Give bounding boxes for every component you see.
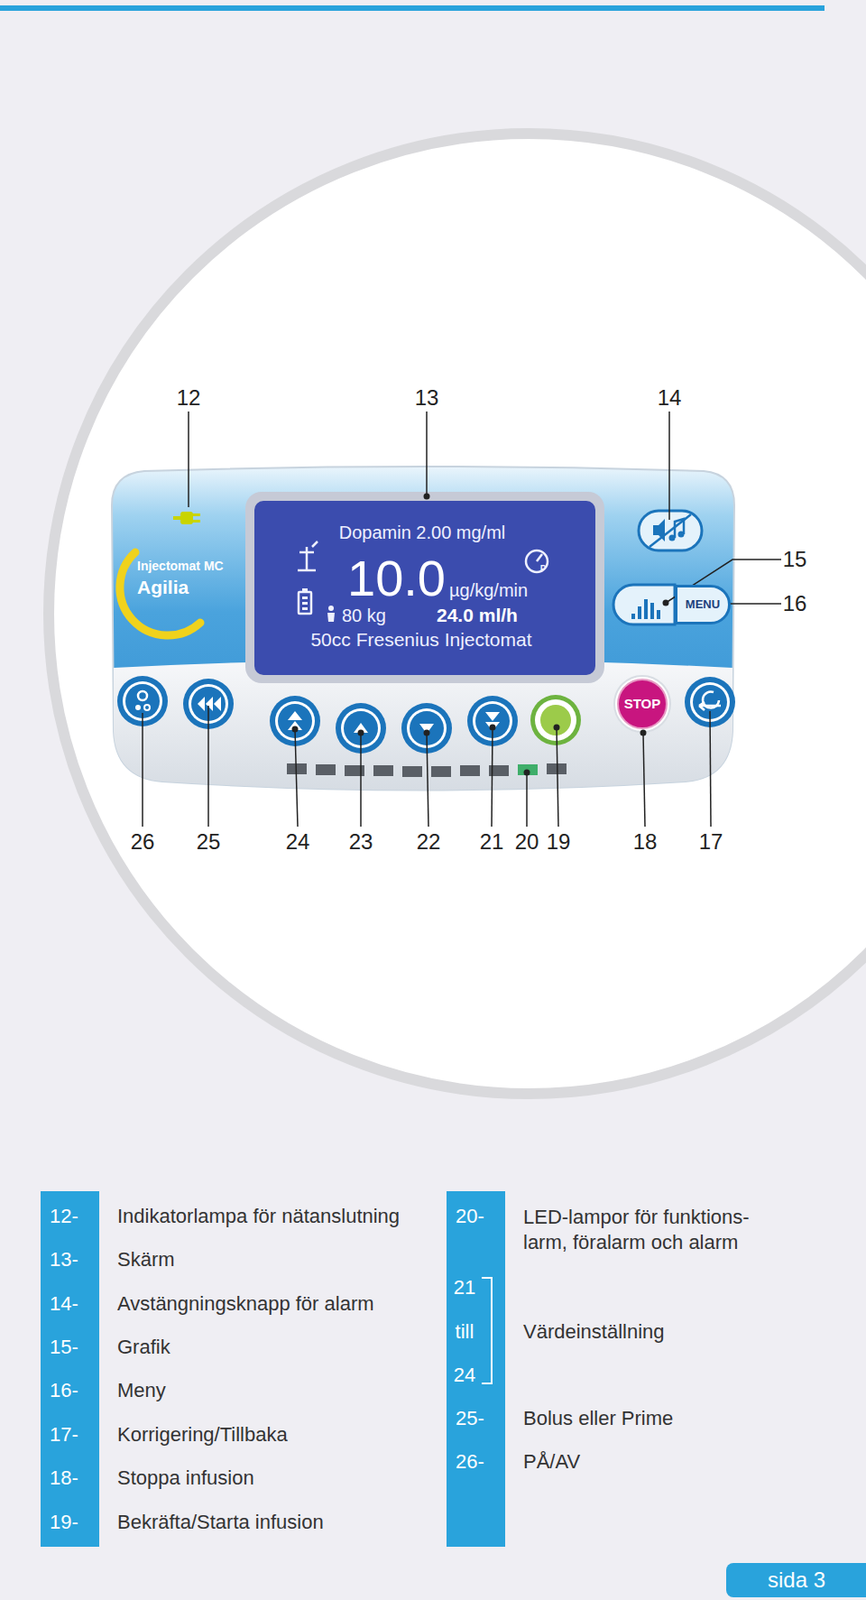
table-cell: Indikatorlampa för nätanslutning (117, 1205, 400, 1227)
callout-number: 15 (783, 547, 808, 572)
stop-button-ring (614, 675, 671, 732)
node-text: µg/kg/min (449, 580, 528, 600)
callout-number: 19 (546, 829, 572, 854)
node-text: 50cc Fresenius Injectomat (310, 628, 532, 650)
node-text: MENU (685, 598, 720, 611)
callout-number: 21 (479, 829, 505, 854)
table-cell: till (455, 1320, 475, 1343)
table-cell: LED-lampor för funktions- larm, föralarm… (523, 1204, 785, 1254)
plug-indicator (173, 511, 201, 525)
callout-number: 23 (349, 829, 374, 854)
callout-number: 16 (783, 591, 808, 616)
table-cell: 24 (453, 1363, 476, 1386)
graph-button (613, 584, 675, 625)
table-cell: 16- (49, 1379, 79, 1401)
table-cell: 19- (49, 1510, 79, 1533)
callout-number: 18 (633, 829, 658, 854)
screen (245, 491, 605, 683)
table-cell: 17- (49, 1423, 79, 1446)
callout-number: 22 (416, 829, 442, 854)
table-cell: 21 (453, 1276, 476, 1299)
display-screen: Dopamin 2.00 mg/ml 10.0µg/kg/min P 80 kg 24.… (254, 500, 596, 675)
logo-text: Injectomat MC (137, 559, 224, 573)
table-cell: 20- (455, 1205, 485, 1227)
top-rule (0, 5, 825, 11)
leader-lines (142, 411, 782, 827)
table-cell: Bekräfta/Starta infusion (117, 1510, 324, 1533)
table-cell: 12- (49, 1205, 79, 1227)
callout-number: 14 (657, 386, 682, 410)
legend-columns (40, 1190, 506, 1547)
leader-dots (292, 493, 731, 776)
callout-number: 20 (515, 829, 540, 854)
table-cell: 13- (49, 1248, 79, 1271)
table-cell: 14- (49, 1292, 79, 1315)
menu-button: MENU (674, 584, 731, 625)
logo-text: Agilia (137, 576, 189, 598)
table-cell: Grafik (117, 1335, 171, 1358)
callout-number: 26 (130, 829, 156, 854)
node-text: sida 3 (767, 1567, 826, 1592)
frame-circle (48, 133, 866, 1094)
node-text: Dopamin 2.00 mg/ml (339, 522, 507, 543)
callout-number: 24 (285, 829, 311, 854)
table-cell: Skärm (117, 1248, 176, 1271)
table-cell: Meny (117, 1379, 166, 1401)
table-cell: PÅ/AV (523, 1450, 581, 1473)
table-cell: Avstängningsknapp för alarm (117, 1292, 375, 1315)
node-text: STOP (624, 696, 662, 712)
start-button (530, 694, 581, 746)
table-cell: Bolus eller Prime (523, 1407, 673, 1429)
callout-number: 25 (196, 829, 222, 854)
table-cell: Korrigering/Tillbaka (117, 1423, 288, 1446)
pump-body (111, 466, 735, 791)
node-text: 10.0 (347, 550, 446, 607)
mute-button (638, 510, 702, 551)
callout-number: 13 (414, 386, 440, 410)
table-cell: Värdeinställning (523, 1320, 665, 1343)
callout-number: 17 (699, 829, 724, 854)
table-cell: 25- (455, 1407, 485, 1429)
table-cell: Stoppa infusion (117, 1466, 255, 1489)
table-cell: 15- (49, 1335, 79, 1358)
table-cell: 18- (49, 1466, 79, 1489)
node-text: 80 kg (341, 605, 387, 626)
callout-number: 12 (176, 386, 202, 410)
page-tab: sida 3 (726, 1562, 866, 1597)
table-cell: 26- (455, 1450, 485, 1473)
stop-button: STOP (617, 678, 668, 729)
node-text: 24.0 ml/h (436, 604, 518, 626)
node-text: P (540, 563, 547, 574)
